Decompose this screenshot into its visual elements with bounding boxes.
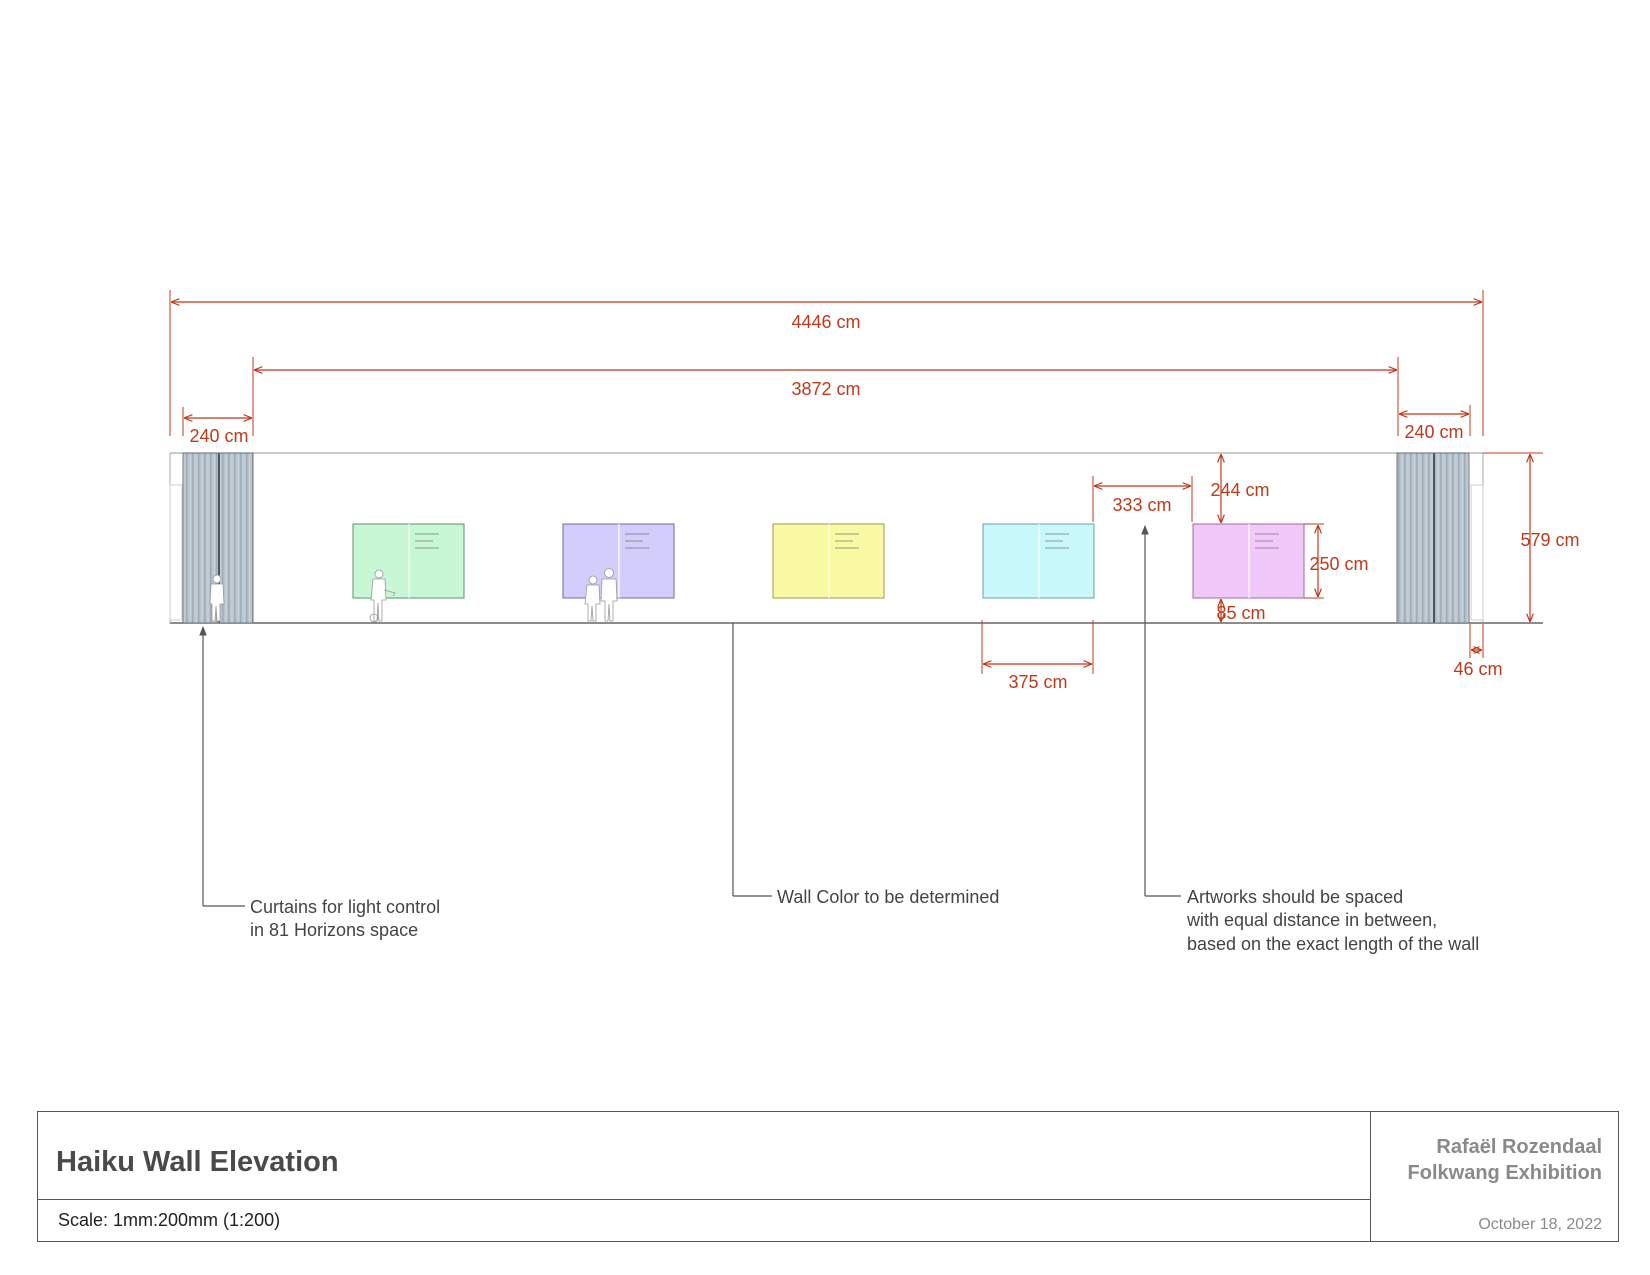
artist-name: Rafaël Rozendaal [1436, 1136, 1602, 1158]
dim-floor-clearance: 85 cm [1216, 603, 1265, 623]
dim-artwork-width: 375 cm [1008, 672, 1067, 692]
artwork-yellow [772, 523, 885, 599]
dim-curtain-right: 240 cm [1404, 422, 1463, 442]
note-wall-color-text: Wall Color to be determined [777, 887, 999, 907]
artwork-pink [1192, 523, 1305, 599]
dimension-artwork-width: 375 cm [981, 620, 1094, 692]
drawing-date: October 18, 2022 [1478, 1216, 1602, 1233]
dimension-height: 579 cm [1483, 452, 1580, 622]
wall [169, 452, 1543, 624]
dim-wall-height: 579 cm [1520, 530, 1579, 550]
note-spacing-line-2: with equal distance in between, [1186, 910, 1437, 930]
dimension-artwork-height: 250 cm [1304, 523, 1369, 599]
dim-wall-length: 3872 cm [791, 379, 860, 399]
human-figure-1 [209, 574, 225, 622]
dim-top-clearance: 244 cm [1210, 480, 1269, 500]
dimension-curtain-left: 240 cm [182, 407, 252, 446]
exhibition-name: Folkwang Exhibition [1407, 1162, 1602, 1184]
human-figure-3 [584, 568, 618, 622]
note-spacing: Artworks should be spaced with equal dis… [1141, 525, 1479, 954]
dim-total-length: 4446 cm [791, 312, 860, 332]
note-curtains-line-1: Curtains for light control [250, 897, 440, 917]
dimension-curtain-right: 240 cm [1399, 405, 1471, 442]
note-curtains: Curtains for light control in 81 Horizon… [199, 626, 440, 940]
title-block-divider-horizontal [38, 1199, 1370, 1200]
artworks-group [352, 523, 1305, 599]
artwork-cyan [982, 523, 1095, 599]
dimension-floor-clearance: 85 cm [1216, 599, 1266, 623]
note-wall-color: Wall Color to be determined [732, 623, 999, 907]
dim-edge-offset: 46 cm [1453, 659, 1502, 679]
dim-curtain-left: 240 cm [189, 426, 248, 446]
dimension-top-clearance: 244 cm [1210, 454, 1270, 523]
title-block: Haiku Wall Elevation Scale: 1mm:200mm (1… [37, 1111, 1619, 1242]
human-figure-2 [369, 569, 396, 623]
project-info: Rafaël Rozendaal Folkwang Exhibition [1408, 1134, 1602, 1186]
curtain-right [1396, 452, 1470, 624]
note-spacing-line-1: Artworks should be spaced [1187, 887, 1403, 907]
drawing-title: Haiku Wall Elevation [56, 1146, 339, 1178]
note-curtains-line-2: in 81 Horizons space [250, 920, 418, 940]
drawing-scale: Scale: 1mm:200mm (1:200) [58, 1210, 281, 1230]
dimension-edge-offset: 46 cm [1453, 624, 1503, 679]
door-left [169, 484, 183, 621]
dim-artwork-spacing: 333 cm [1112, 495, 1171, 515]
note-spacing-line-3: based on the exact length of the wall [1187, 934, 1479, 954]
title-block-divider-vertical [1370, 1112, 1371, 1241]
dimension-wall: 3872 cm [252, 357, 1399, 436]
dimension-total: 4446 cm [169, 290, 1484, 436]
artwork-green [352, 523, 465, 599]
dimension-spacing: 333 cm [1092, 476, 1193, 522]
artwork-purple [562, 523, 675, 599]
door-right [1470, 484, 1484, 621]
dim-artwork-height: 250 cm [1309, 554, 1368, 574]
